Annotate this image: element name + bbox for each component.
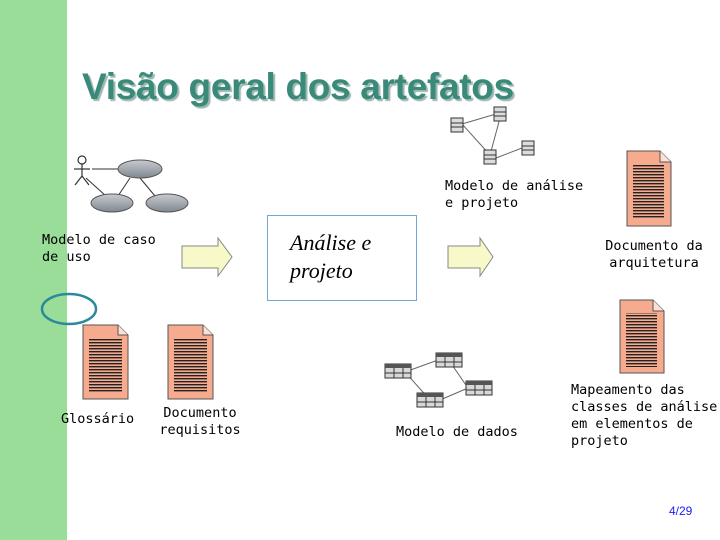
analysis-design-model-label: Modelo de análise e projeto: [445, 178, 584, 211]
architecture-doc-label: Documento da arquitetura: [605, 238, 703, 271]
document-icon: [619, 299, 665, 374]
slide-title: Visão geral dos artefatos: [82, 66, 514, 107]
requirements-doc-label: Documento requisitos: [159, 405, 241, 438]
arrow-icon: [447, 236, 494, 278]
arrow-icon: [181, 236, 233, 278]
ellipse-icon: [40, 292, 98, 326]
mapping-label: Mapeamento das classes de análise em ele…: [571, 382, 718, 449]
use-case-diagram-icon: [74, 155, 189, 213]
process-box-line: Análise e: [290, 230, 372, 255]
document-icon: [167, 324, 214, 400]
data-model-icon: [384, 352, 493, 408]
glossary-label: Glossário: [61, 411, 135, 427]
process-box-line: projeto: [290, 258, 353, 283]
document-icon: [626, 150, 672, 227]
data-model-label: Modelo de dados: [396, 424, 518, 440]
process-box: Análise e projeto: [267, 215, 417, 301]
document-icon: [82, 324, 129, 400]
class-diagram-icon: [450, 106, 535, 165]
page-number: 4/29: [669, 504, 693, 518]
use-case-model-label: Modelo de caso de uso: [42, 232, 156, 265]
left-sidebar-band: [0, 0, 67, 540]
